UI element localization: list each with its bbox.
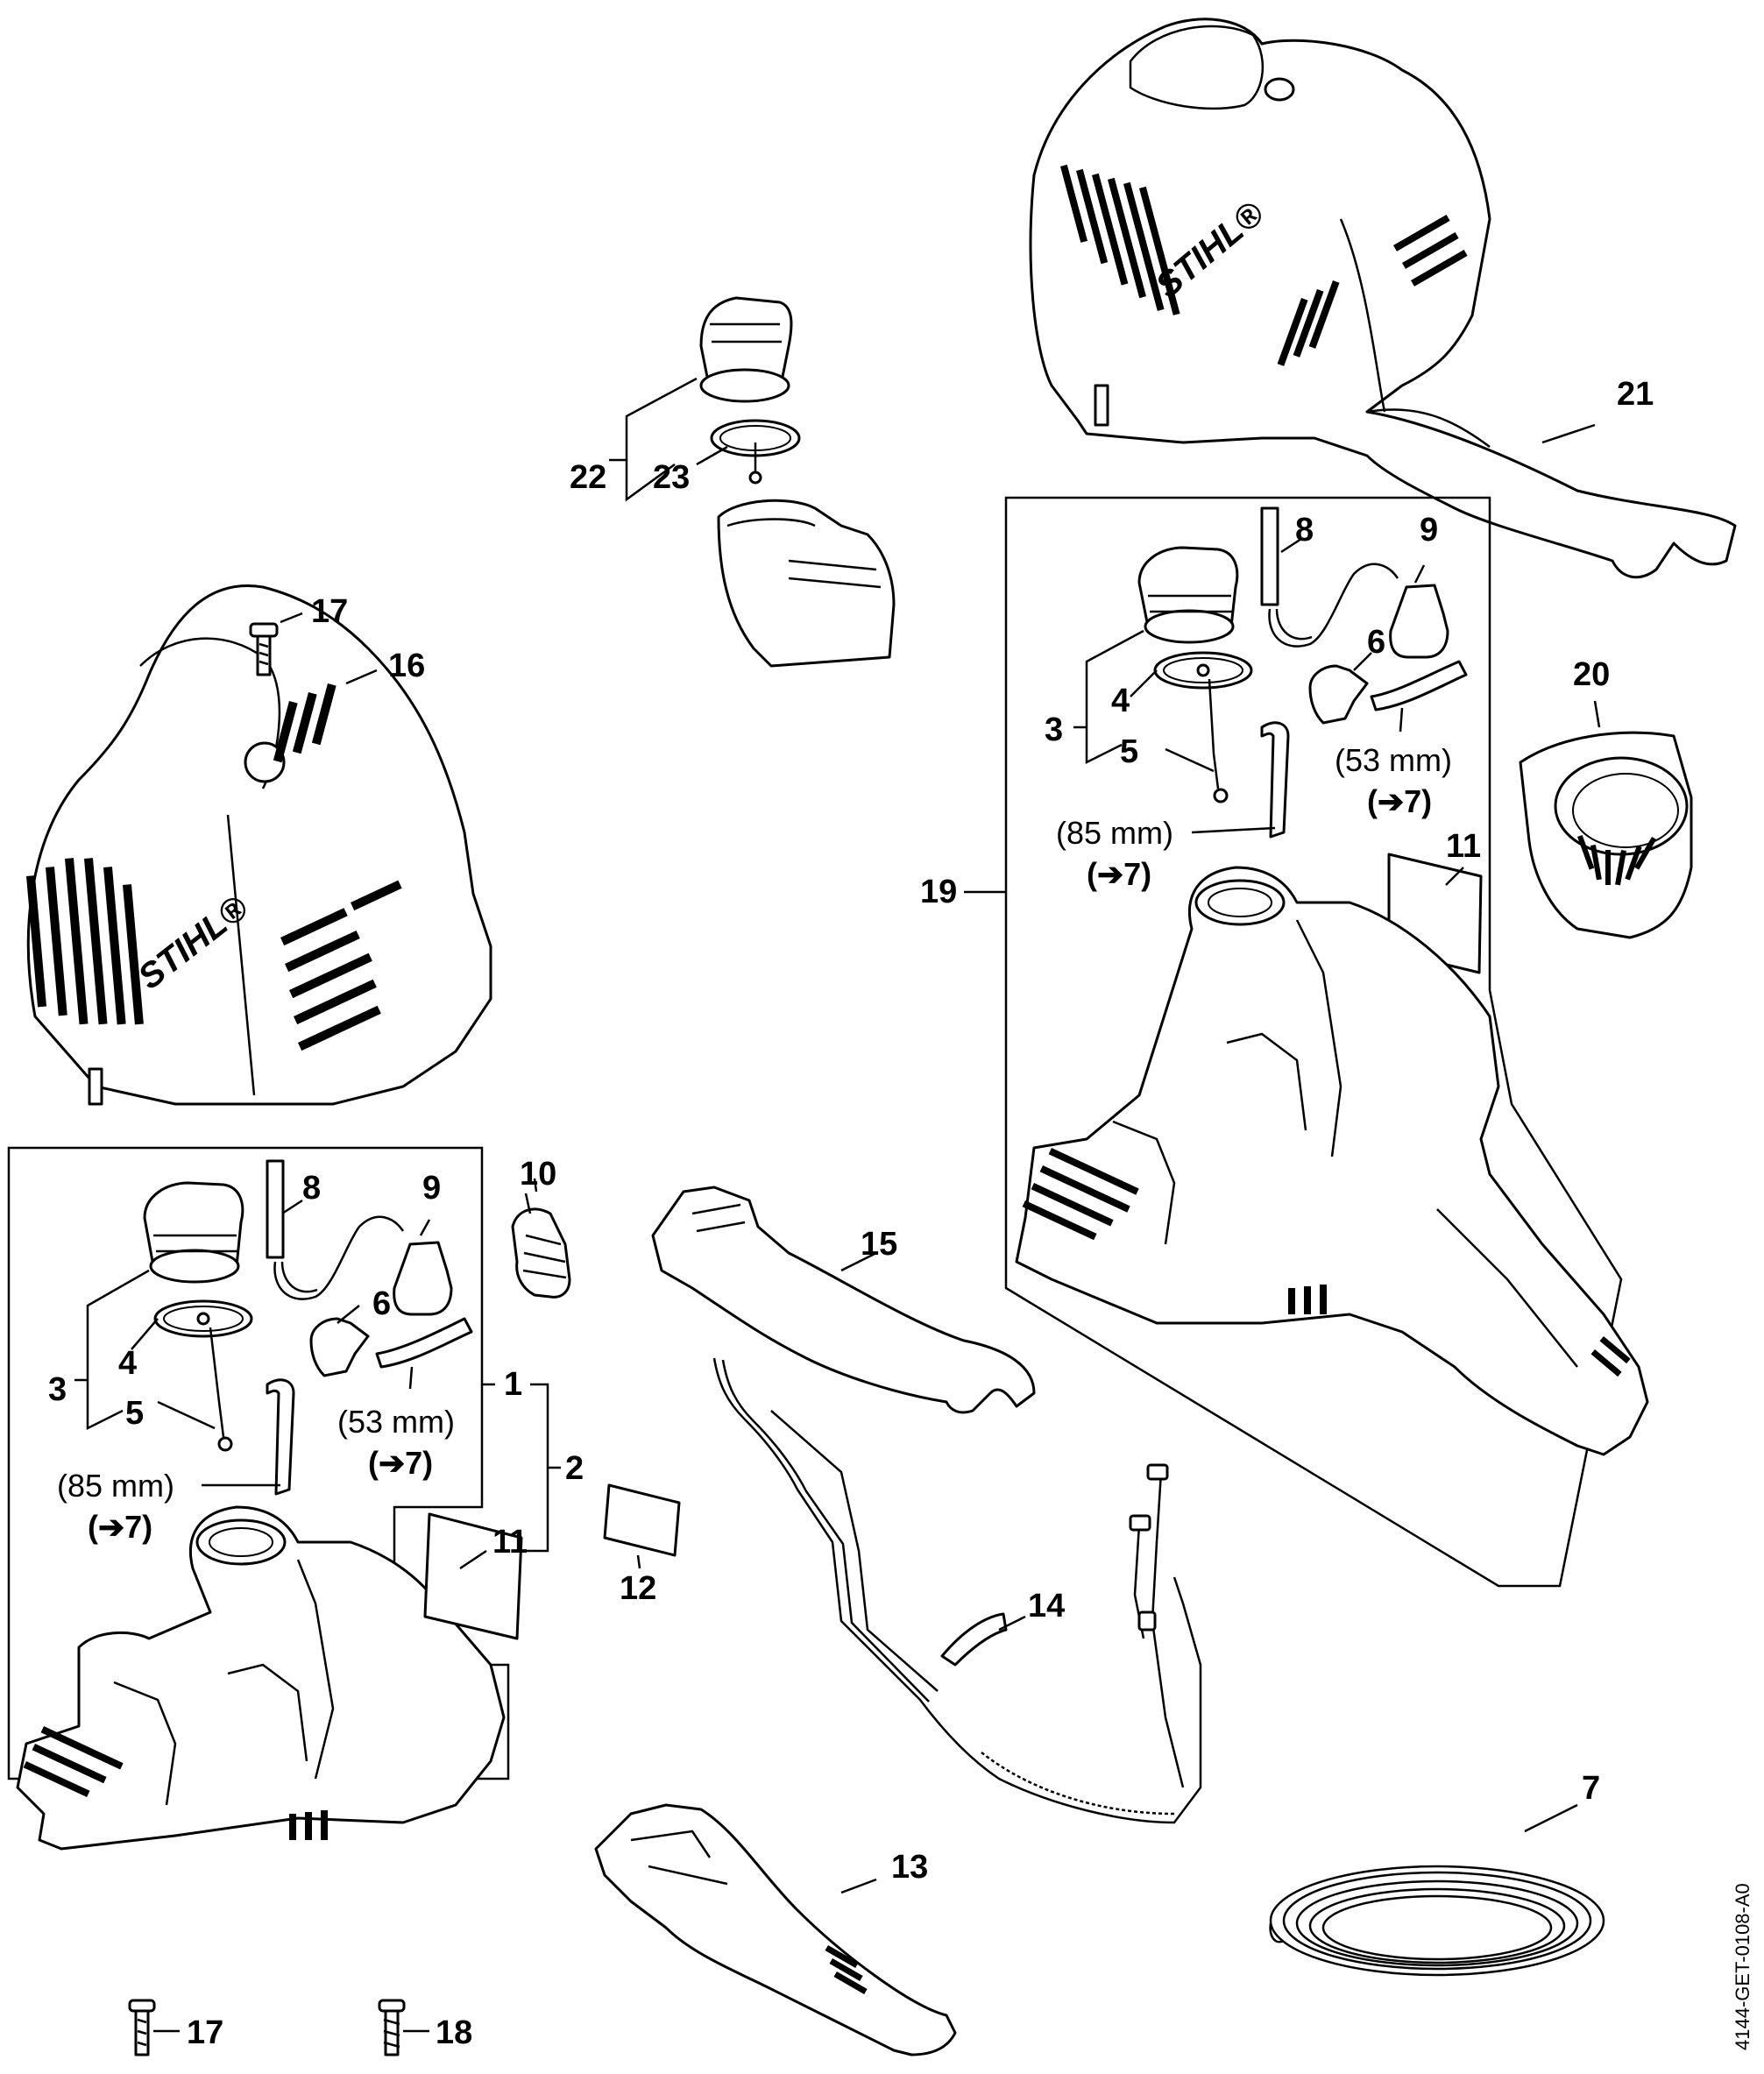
callout-22: 22 [570, 459, 606, 496]
handle-15[interactable] [651, 1186, 1036, 1414]
clip-14[interactable] [940, 1612, 1008, 1667]
callout-13: 13 [891, 1849, 928, 1886]
callout-8-right: 8 [1295, 512, 1314, 549]
callout-15: 15 [861, 1226, 897, 1263]
tank-cap-22[interactable] [699, 296, 793, 403]
callout-12: 12 [620, 1570, 656, 1607]
callout-11-left: 11 [492, 1524, 528, 1561]
screw-17-top[interactable] [249, 622, 279, 676]
callout-3-right: 3 [1045, 711, 1063, 748]
fuel-filter-9-left[interactable] [393, 1241, 453, 1316]
callout-21: 21 [1617, 376, 1654, 413]
o-ring-23[interactable] [710, 419, 801, 485]
callout-4-left: 4 [118, 1345, 137, 1382]
dimension-notes: (85 mm) (➔7) (53 mm) (➔7) (85 mm) (➔7) (… [57, 742, 1452, 1545]
drawing-code: 4144-GET-0108-A0 [1732, 1883, 1753, 2050]
tether-5-right[interactable] [1208, 678, 1229, 803]
callout-8-left: 8 [302, 1170, 321, 1207]
callout-19: 19 [920, 874, 957, 910]
engine-hood-16[interactable]: STIHL® [26, 584, 492, 1106]
callout-5-right: 5 [1120, 733, 1138, 770]
callout-9-left: 9 [422, 1170, 441, 1207]
leader-lines [74, 377, 1601, 2033]
hose-85-left[interactable] [266, 1378, 295, 1496]
callout-9-right: 9 [1420, 512, 1438, 549]
callout-16: 16 [388, 648, 425, 684]
tether-5-left[interactable] [209, 1327, 233, 1452]
callout-17-bottom: 17 [187, 2014, 223, 2051]
screw-18-bottom[interactable] [378, 1999, 406, 2056]
o-ring-4-right[interactable] [1153, 651, 1253, 690]
engine-hood-21[interactable]: STIHL® [1029, 18, 1737, 579]
dim-85-right: (85 mm) [1056, 815, 1173, 851]
callout-20: 20 [1573, 656, 1610, 693]
tank-cap-3-left[interactable] [143, 1181, 244, 1284]
valve-6-left[interactable] [309, 1317, 370, 1377]
wire-harness [712, 1357, 1202, 1824]
callout-7: 7 [1582, 1770, 1600, 1807]
callout-18: 18 [436, 2014, 472, 2051]
fuel-filter-10[interactable] [511, 1193, 571, 1299]
ref-53-left: (➔7) [368, 1445, 433, 1481]
valve-6-right[interactable] [1308, 664, 1369, 725]
fuel-filter-9-right[interactable] [1389, 584, 1449, 659]
callout-5-left: 5 [125, 1395, 144, 1432]
callout-17-top: 17 [311, 593, 348, 630]
tank-neck-detail [717, 499, 896, 668]
ref-85-left: (➔7) [88, 1509, 152, 1545]
dim-53-left: (53 mm) [337, 1404, 455, 1440]
fan-guard-20[interactable] [1519, 731, 1693, 939]
handle-half-13[interactable] [594, 1803, 957, 2056]
assembly-box-19 [1004, 496, 1623, 1588]
o-ring-4-left[interactable] [153, 1299, 253, 1338]
fuel-tank-housing-right[interactable] [1015, 866, 1649, 1456]
callout-4-right: 4 [1111, 683, 1130, 719]
hose-53-right[interactable] [1370, 660, 1468, 711]
callout-1: 1 [504, 1366, 522, 1403]
ref-53-right: (➔7) [1367, 783, 1432, 819]
callout-2: 2 [565, 1450, 584, 1487]
callout-3-left: 3 [48, 1371, 67, 1408]
decal-11-left[interactable] [423, 1512, 523, 1640]
hose-85-right[interactable] [1260, 721, 1290, 839]
dim-53-right: (53 mm) [1335, 742, 1452, 778]
callout-14: 14 [1028, 1588, 1065, 1625]
fuel-tank-housing-left[interactable] [16, 1505, 506, 1851]
fuel-pickup-8-left[interactable] [266, 1159, 405, 1300]
callout-6-right: 6 [1367, 624, 1385, 661]
callout-11-right: 11 [1446, 828, 1481, 865]
decal-12[interactable] [603, 1483, 681, 1557]
hose-53-left[interactable] [375, 1317, 473, 1369]
callout-10: 10 [520, 1156, 556, 1193]
fuel-pickup-8-right[interactable] [1260, 506, 1399, 648]
coiled-hose-7[interactable] [1269, 1865, 1605, 1977]
dim-85-left: (85 mm) [57, 1468, 174, 1504]
screw-17-bottom[interactable] [128, 1999, 156, 2056]
ref-85-right: (➔7) [1087, 856, 1151, 892]
callout-23: 23 [653, 459, 690, 496]
callout-6-left: 6 [372, 1285, 391, 1322]
callout-numbers: 21 22 23 17 16 19 20 8 9 6 3 4 5 11 8 9 … [48, 376, 1654, 2051]
tank-cap-3-right[interactable] [1137, 546, 1239, 644]
